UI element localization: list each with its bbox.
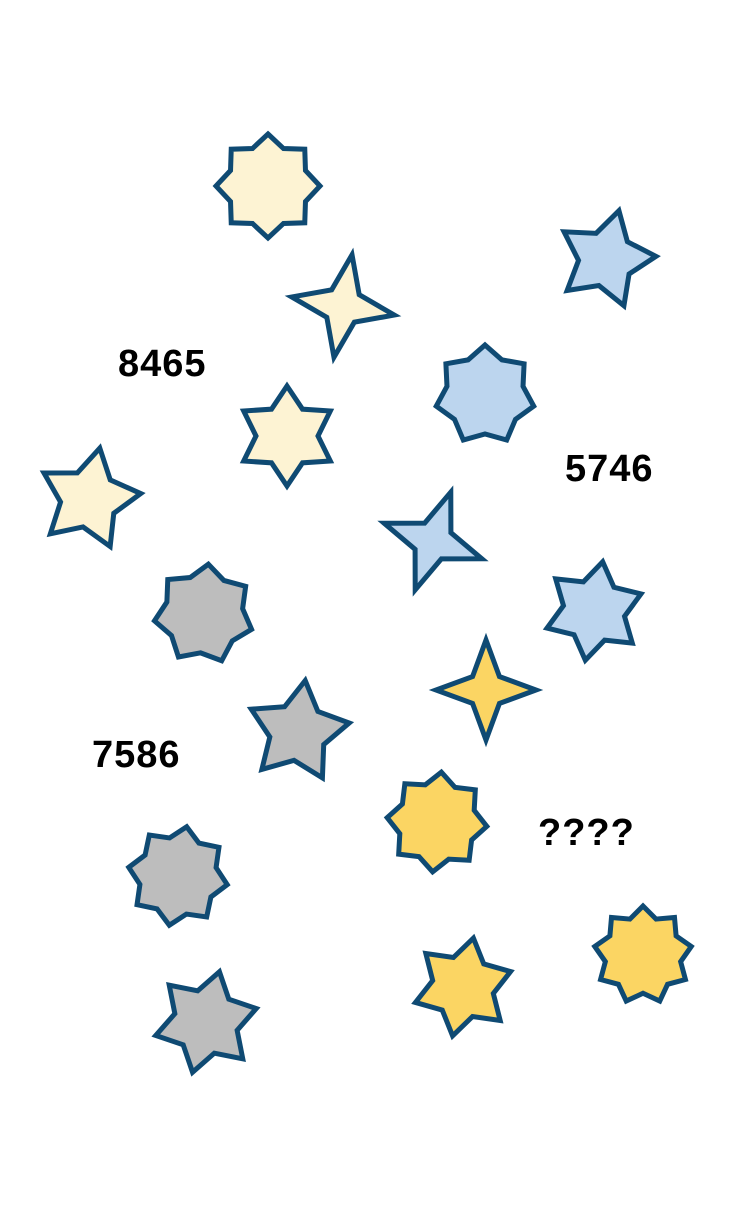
cream-group [39,130,402,552]
blue-5-point-star [559,205,661,311]
blue-group [377,205,661,665]
gray-7-point-star [151,560,255,664]
cream-4-point-star [284,247,402,365]
cream-6-point-star [239,381,335,491]
clue-blue-group: 5746 [565,448,654,490]
gold-6-point-star [411,933,515,1041]
blue-7-point-star [433,341,537,444]
clue-gold-group: ???? [538,812,635,854]
clue-gray-group: 7586 [92,734,181,776]
blue-6-point-star [542,557,646,665]
gold-4-point-star [428,632,544,748]
cream-8-point-star [212,130,324,242]
cream-5-point-star [39,443,146,552]
gray-6-point-star [151,967,261,1077]
gold-group [383,632,695,1041]
clue-cream-group: 8465 [118,343,207,385]
gold-9-point-star [591,902,695,1005]
blue-4-point-star [377,485,489,597]
gold-8-point-star [383,768,491,876]
gray-group [125,560,355,1077]
gray-5-point-star [246,675,355,783]
gray-8-point-star [125,823,231,929]
